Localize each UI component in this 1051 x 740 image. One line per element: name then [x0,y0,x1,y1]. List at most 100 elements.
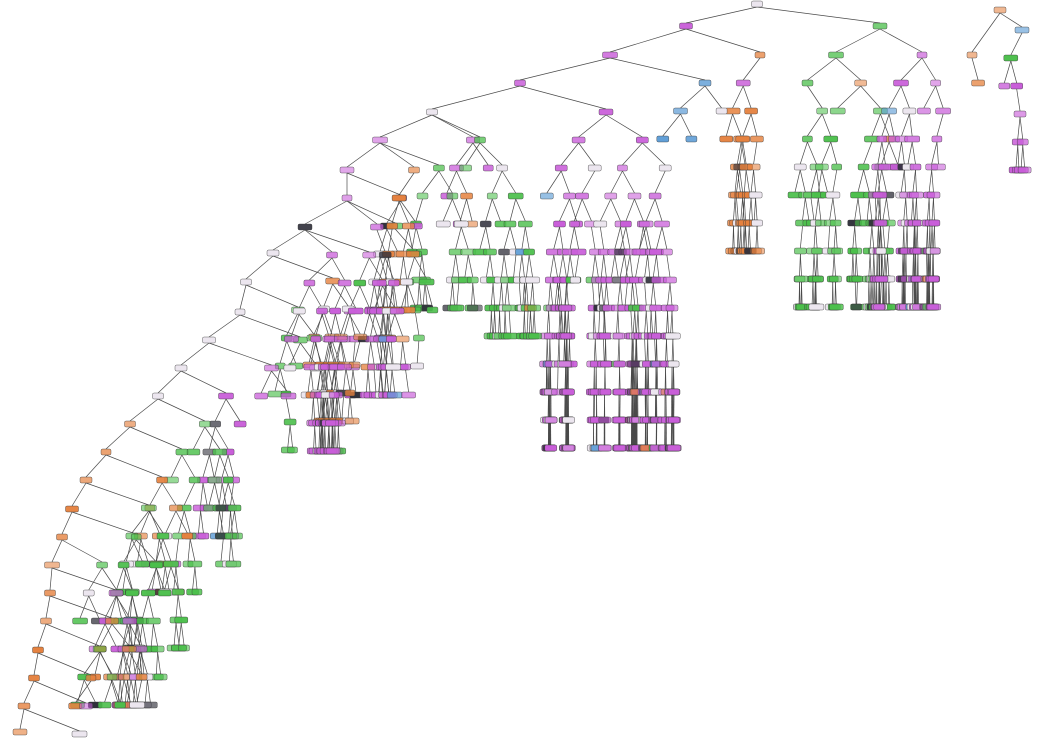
tree-edge [931,225,934,249]
tree-edge [567,310,570,334]
tree-edge [554,282,558,306]
tree-edge [455,254,460,278]
tree-node [474,136,486,144]
tree-edge [379,341,383,365]
tree-edge [574,254,579,278]
tree-edge [99,623,113,647]
tree-edge [815,281,817,305]
tree-node [631,248,648,256]
tree-node [266,249,280,257]
tree-edge [624,282,628,306]
tree-edge [732,113,742,137]
tree-edge [1016,88,1021,112]
tree-edge [642,142,666,166]
tree-node [1014,26,1030,34]
tree-edge [122,651,128,675]
tree-edge [220,538,224,562]
tree-edge [309,285,323,309]
tree-node [353,333,367,341]
tree-node [829,303,844,311]
tree-node [197,532,210,540]
tree-node [598,108,614,116]
tree-edge [279,340,288,364]
tree-edge [384,369,387,393]
tree-edge [126,538,133,562]
tree-edge [750,169,754,193]
tree-edge [385,313,390,337]
tree-edge [335,285,345,309]
tree-node [410,362,424,370]
tree-edge [214,398,227,422]
tree-edge [214,426,229,450]
tree-edge [104,679,113,703]
tree-edge [133,679,136,703]
tree-edge [157,398,205,422]
tree-edge [521,254,525,278]
tree-edge [123,539,137,563]
tree-node [930,79,941,87]
tree-edge [499,310,501,334]
tree-edge [400,200,417,224]
tree-edge [518,282,522,306]
tree-edge [605,114,643,138]
tree-edge [138,623,143,647]
tree-edge [493,310,495,334]
tree-edge [756,6,881,24]
tree-edge [734,197,737,221]
tree-edge [171,454,183,478]
tree-edge [320,425,323,449]
tree-edge [888,85,902,109]
tree-node [801,79,814,87]
tree-node [667,360,680,368]
tree-node [558,360,572,368]
tree-edge [94,623,106,647]
tree-node [72,617,88,625]
tree-edge [104,623,117,647]
tree-node [553,220,566,228]
tree-node [28,674,40,682]
tree-node [926,191,941,199]
tree-edge [391,200,400,224]
tree-edge [162,538,172,562]
tree-edge [609,28,687,53]
tree-edge [606,282,609,306]
tree-edge [857,197,862,221]
tree-edge [422,282,426,306]
tree-edge [740,225,742,249]
tree-edge [812,281,814,305]
tree-edge [923,85,936,109]
tree-edge [629,254,633,278]
tree-edge [374,285,383,309]
tree-edge [755,197,758,221]
tree-edge [378,369,381,393]
tree-node [598,332,613,340]
tree-edge [971,12,1001,53]
tree-node [408,166,420,174]
tree-edge [379,142,439,166]
tree-edge [307,369,312,393]
tree-edge [553,254,558,278]
tree-edge [528,254,533,278]
tree-node [467,304,483,312]
tree-edge [189,538,196,562]
tree-node [143,701,158,709]
tree-edge [592,254,596,278]
tree-edge [504,282,508,306]
tree-edge [598,282,602,306]
tree-node [904,135,920,143]
tree-edge [878,197,881,221]
tree-node [370,223,384,231]
tree-edge [49,567,53,591]
tree-edge [880,113,890,137]
tree-edge [345,367,351,391]
tree-node [656,135,669,143]
tree-edge [415,198,423,222]
tree-node [872,191,888,199]
tree-edge [142,595,149,619]
tree-edge [218,482,223,506]
tree-node [416,192,429,200]
tree-edge [388,228,393,252]
tree-edge [452,198,462,222]
tree-edge [526,254,530,278]
tree-edge [605,338,607,362]
